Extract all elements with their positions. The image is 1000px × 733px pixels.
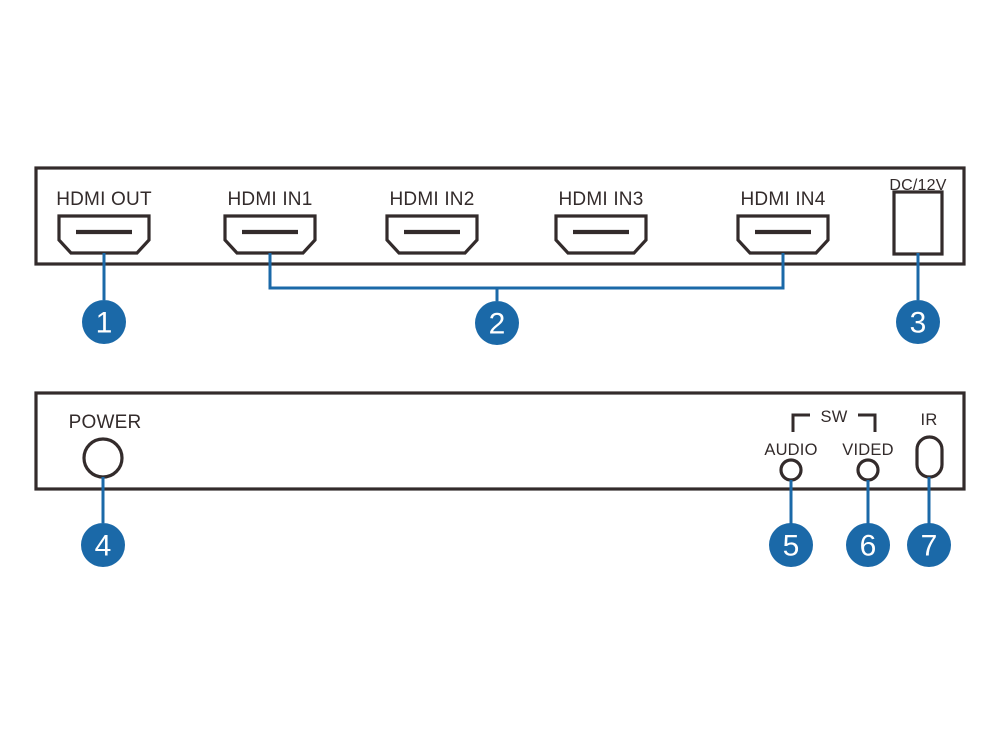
control-power[interactable]: POWER [69,412,142,479]
callout-number: 6 [860,530,877,563]
callout-circle [907,523,951,567]
hdmi-port-icon [223,214,317,255]
port-hdmi-in3[interactable]: HDMI IN3 [554,189,648,255]
sw-bracket-right [858,413,877,432]
front-panel-body [34,391,966,491]
dc-jack-icon [892,190,944,256]
ir-receiver-icon [915,435,944,479]
callout-5[interactable]: 5 [769,523,813,567]
port-label-hdmi-in3: HDMI IN3 [559,189,644,210]
callout-number: 1 [96,307,113,340]
control-video[interactable]: VIDED [842,441,894,482]
port-hdmi-in2[interactable]: HDMI IN2 [385,189,479,255]
callout-number: 4 [95,530,112,563]
audio-button-icon [779,458,803,482]
port-label-hdmi-in1: HDMI IN1 [228,189,313,210]
front-callout-leaders [101,477,931,524]
callout-3[interactable]: 3 [896,300,940,344]
callout-circle [769,523,813,567]
port-label-hdmi-in4: HDMI IN4 [741,189,826,210]
callout-circle [81,523,125,567]
rear-panel: HDMI OUT HDMI IN1 HDMI IN2 HDMI IN3 HDMI… [34,166,966,266]
hdmi-port-icon [57,214,151,255]
port-label-hdmi-in2: HDMI IN2 [390,189,475,210]
callout-number: 7 [921,530,938,563]
hdmi-port-icon [736,214,830,255]
hdmi-port-icon [385,214,479,255]
switch-group: SW [791,408,877,432]
callout-circle [846,523,890,567]
callout-2[interactable]: 2 [475,301,519,345]
sw-bracket-left [791,413,810,432]
switch-group-label: SW [821,408,848,426]
callout-6[interactable]: 6 [846,523,890,567]
port-dc-power[interactable]: DC/12V [889,177,947,256]
callout-circle [475,301,519,345]
callout-number: 5 [783,530,800,563]
rear-callout-leaders [102,253,920,301]
port-label-dc: DC/12V [889,177,946,194]
control-audio[interactable]: AUDIO [764,441,817,482]
leader-bracket-2 [268,253,785,290]
callout-number: 3 [910,307,927,340]
front-panel: POWER SW AUDIO VIDED IR [34,391,966,491]
control-label-ir: IR [921,411,938,429]
hdmi-port-icon [554,214,648,255]
callout-4[interactable]: 4 [81,523,125,567]
control-label-video: VIDED [842,441,893,459]
control-label-audio: AUDIO [764,441,817,459]
callout-7[interactable]: 7 [907,523,951,567]
control-label-power: POWER [69,412,142,433]
port-hdmi-out[interactable]: HDMI OUT [56,189,152,255]
port-hdmi-in4[interactable]: HDMI IN4 [736,189,830,255]
callout-circle [896,300,940,344]
power-button-icon [82,437,124,479]
port-label-hdmi-out: HDMI OUT [56,189,152,210]
port-hdmi-in1[interactable]: HDMI IN1 [223,189,317,255]
callout-1[interactable]: 1 [82,300,126,344]
callout-circle [82,300,126,344]
video-button-icon [856,458,880,482]
callout-number: 2 [489,308,506,341]
